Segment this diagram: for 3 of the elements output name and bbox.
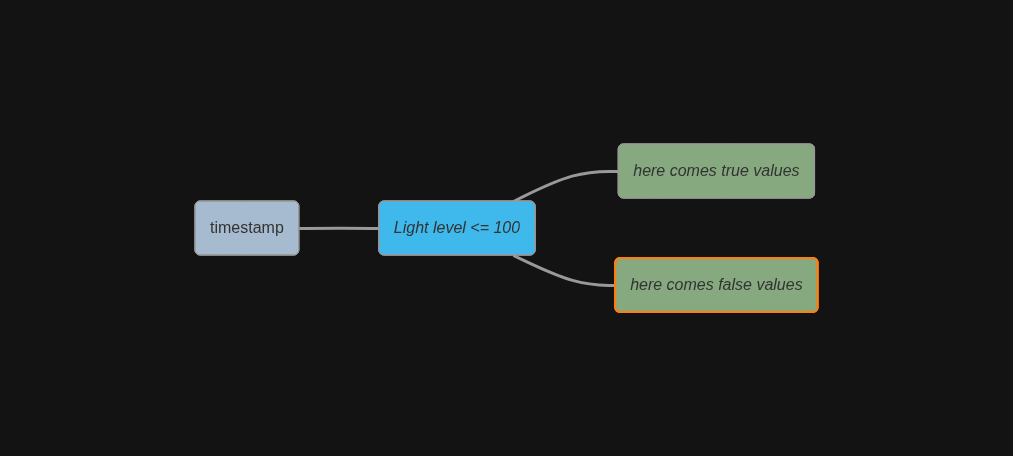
- connector: [512, 254, 616, 287]
- connector: [512, 169, 619, 203]
- connector: [299, 226, 380, 230]
